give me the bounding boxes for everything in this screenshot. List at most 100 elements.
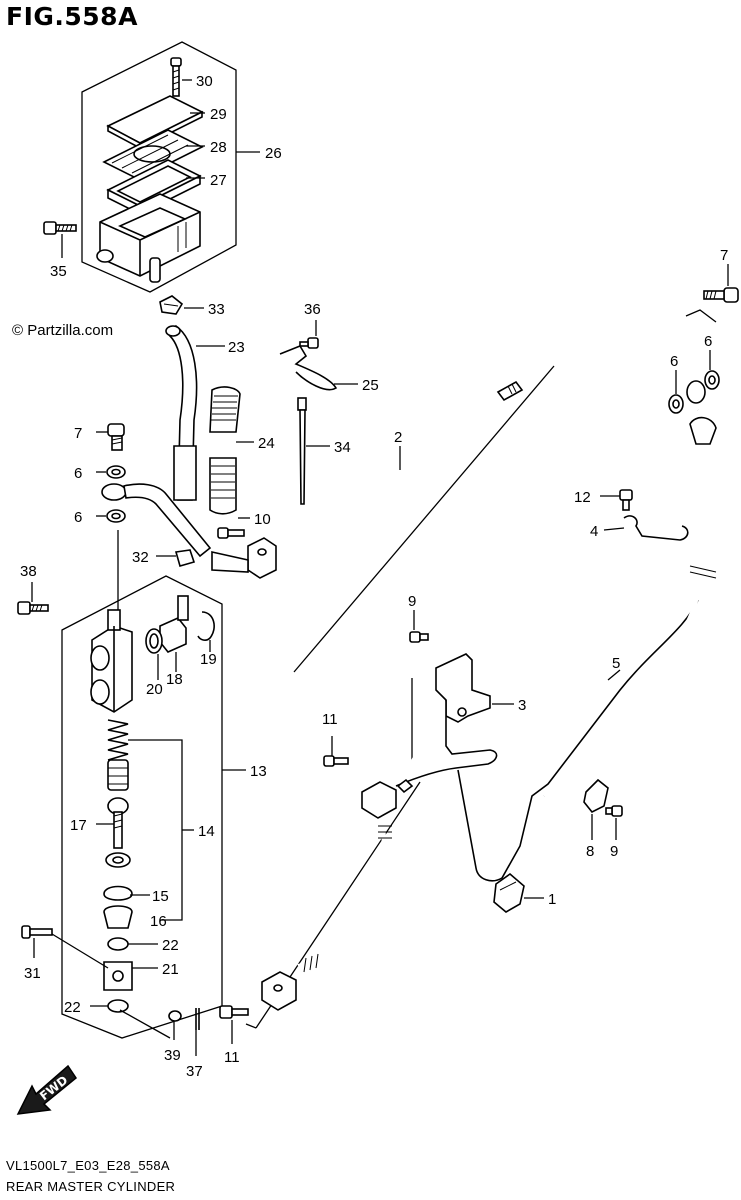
callout-14: 14	[198, 823, 215, 840]
forward-direction-arrow: FWD	[16, 1064, 78, 1115]
callout-7-upper: 7	[74, 425, 82, 442]
hose-joint-block-middle[interactable]	[361, 700, 498, 819]
callout-11-middle: 11	[322, 711, 338, 728]
piston-return-spring[interactable]	[107, 719, 129, 761]
reservoir-diaphragm-plate[interactable]	[102, 129, 204, 180]
callout-leaders	[31, 79, 729, 1056]
bracket-bolt-upper[interactable]	[409, 631, 429, 643]
callout-7-caliper: 7	[720, 247, 728, 264]
banjo-bolt-upper[interactable]	[107, 423, 125, 451]
master-cylinder-piston[interactable]	[107, 759, 129, 815]
push-rod-nut[interactable]	[105, 852, 131, 868]
callout-2: 2	[394, 429, 402, 446]
reservoir-hose[interactable]	[165, 324, 198, 501]
callout-9-right: 9	[610, 843, 618, 860]
reservoir-hose-connector[interactable]	[159, 595, 189, 653]
cylinder-mount-bolt[interactable]	[17, 601, 49, 615]
callout-3: 3	[518, 697, 526, 714]
callout-35: 35	[50, 263, 67, 280]
clevis-washer[interactable]	[168, 1010, 182, 1022]
callout-6-upper-b: 6	[74, 509, 82, 526]
callout-24: 24	[258, 435, 275, 452]
clevis-locknut-lower[interactable]	[107, 999, 129, 1013]
reservoir-mount-bolt[interactable]	[43, 221, 77, 235]
callout-25: 25	[362, 377, 379, 394]
callout-26: 26	[265, 145, 282, 162]
model-code: VL1500L7_E03_E28_558A	[6, 1158, 170, 1173]
callout-31: 31	[24, 965, 41, 982]
sealing-washer-upper-b[interactable]	[106, 509, 126, 523]
callout-6-caliper-b: 6	[704, 333, 712, 350]
callout-34: 34	[334, 439, 351, 456]
rear-caliper-hose[interactable]	[542, 408, 723, 798]
sealing-washer-caliper-b[interactable]	[704, 370, 720, 390]
sealing-washer-caliper-a[interactable]	[668, 394, 684, 414]
callout-15: 15	[152, 888, 169, 905]
hose-guide-clip[interactable]	[279, 345, 338, 391]
bracket-bolt-right[interactable]	[605, 805, 623, 817]
hose-clamp-lower[interactable]	[174, 549, 196, 567]
clevis-locknut-upper[interactable]	[107, 937, 129, 951]
callout-11-lower: 11	[224, 1049, 240, 1066]
callout-38: 38	[20, 563, 37, 580]
reservoir-body[interactable]	[96, 193, 201, 283]
clip-bolt[interactable]	[299, 337, 319, 349]
callout-21: 21	[162, 961, 179, 978]
callout-8: 8	[586, 843, 594, 860]
hose-banjo-caliper[interactable]	[686, 380, 706, 404]
callout-17: 17	[70, 817, 87, 834]
connector-circlip[interactable]	[197, 611, 215, 641]
hose-guide-bolt[interactable]	[619, 489, 633, 511]
callout-19: 19	[200, 651, 217, 668]
callout-22-upper: 22	[162, 937, 179, 954]
hose-joint-bolt[interactable]	[217, 527, 245, 539]
hose-guide[interactable]	[623, 515, 689, 541]
callout-18: 18	[166, 671, 183, 688]
hose-joint-block[interactable]	[211, 537, 277, 579]
callout-6-caliper-a: 6	[670, 353, 678, 370]
callout-23: 23	[228, 339, 245, 356]
cotter-pin[interactable]	[195, 1008, 200, 1030]
pipe-clamp[interactable]	[493, 872, 525, 913]
connector-o-ring[interactable]	[145, 628, 163, 654]
piston-boot[interactable]	[103, 905, 133, 929]
master-cylinder-group-outline	[61, 575, 223, 1039]
rigid-brake-pipe[interactable]	[457, 599, 699, 882]
callout-1: 1	[548, 891, 556, 908]
reservoir-cap-screw[interactable]	[170, 57, 182, 97]
callout-13: 13	[250, 763, 267, 780]
hose-clamp-right[interactable]	[583, 778, 609, 814]
hose-joint-bolt-lower[interactable]	[219, 1005, 249, 1019]
callout-4: 4	[590, 523, 598, 540]
cable-tie[interactable]	[297, 397, 307, 505]
callout-12: 12	[574, 489, 591, 506]
sealing-washer-upper-a[interactable]	[106, 465, 126, 479]
banjo-bolt-caliper[interactable]	[703, 287, 739, 303]
piston-circlip[interactable]	[103, 885, 133, 901]
push-rod[interactable]	[113, 811, 123, 849]
callout-16: 16	[150, 913, 167, 930]
hose-joint-block-lower[interactable]	[261, 971, 297, 1011]
brake-hose-lower[interactable]	[297, 817, 392, 973]
push-rod-clevis[interactable]	[103, 961, 133, 991]
callout-20: 20	[146, 681, 163, 698]
callout-29: 29	[210, 106, 227, 123]
section-name: REAR MASTER CYLINDER	[6, 1179, 176, 1194]
figure-title: FIG.558A	[6, 2, 138, 31]
callout-10: 10	[254, 511, 271, 528]
copyright-notice: © Partzilla.com	[12, 322, 114, 339]
hose-protector-sleeve[interactable]	[209, 386, 241, 515]
hose-joint-bolt-middle[interactable]	[323, 755, 349, 767]
rear-brake-hose[interactable]	[245, 380, 524, 562]
reservoir-diaphragm[interactable]	[106, 159, 202, 216]
hose-clamp-upper[interactable]	[159, 295, 184, 315]
hose-banjo-fitting[interactable]	[101, 483, 212, 558]
hose-bracket[interactable]	[435, 653, 491, 723]
callout-5: 5	[612, 655, 620, 672]
master-cylinder-body[interactable]	[90, 609, 133, 713]
callout-37: 37	[186, 1063, 203, 1080]
clevis-pin[interactable]	[21, 925, 53, 939]
callout-32: 32	[132, 549, 149, 566]
